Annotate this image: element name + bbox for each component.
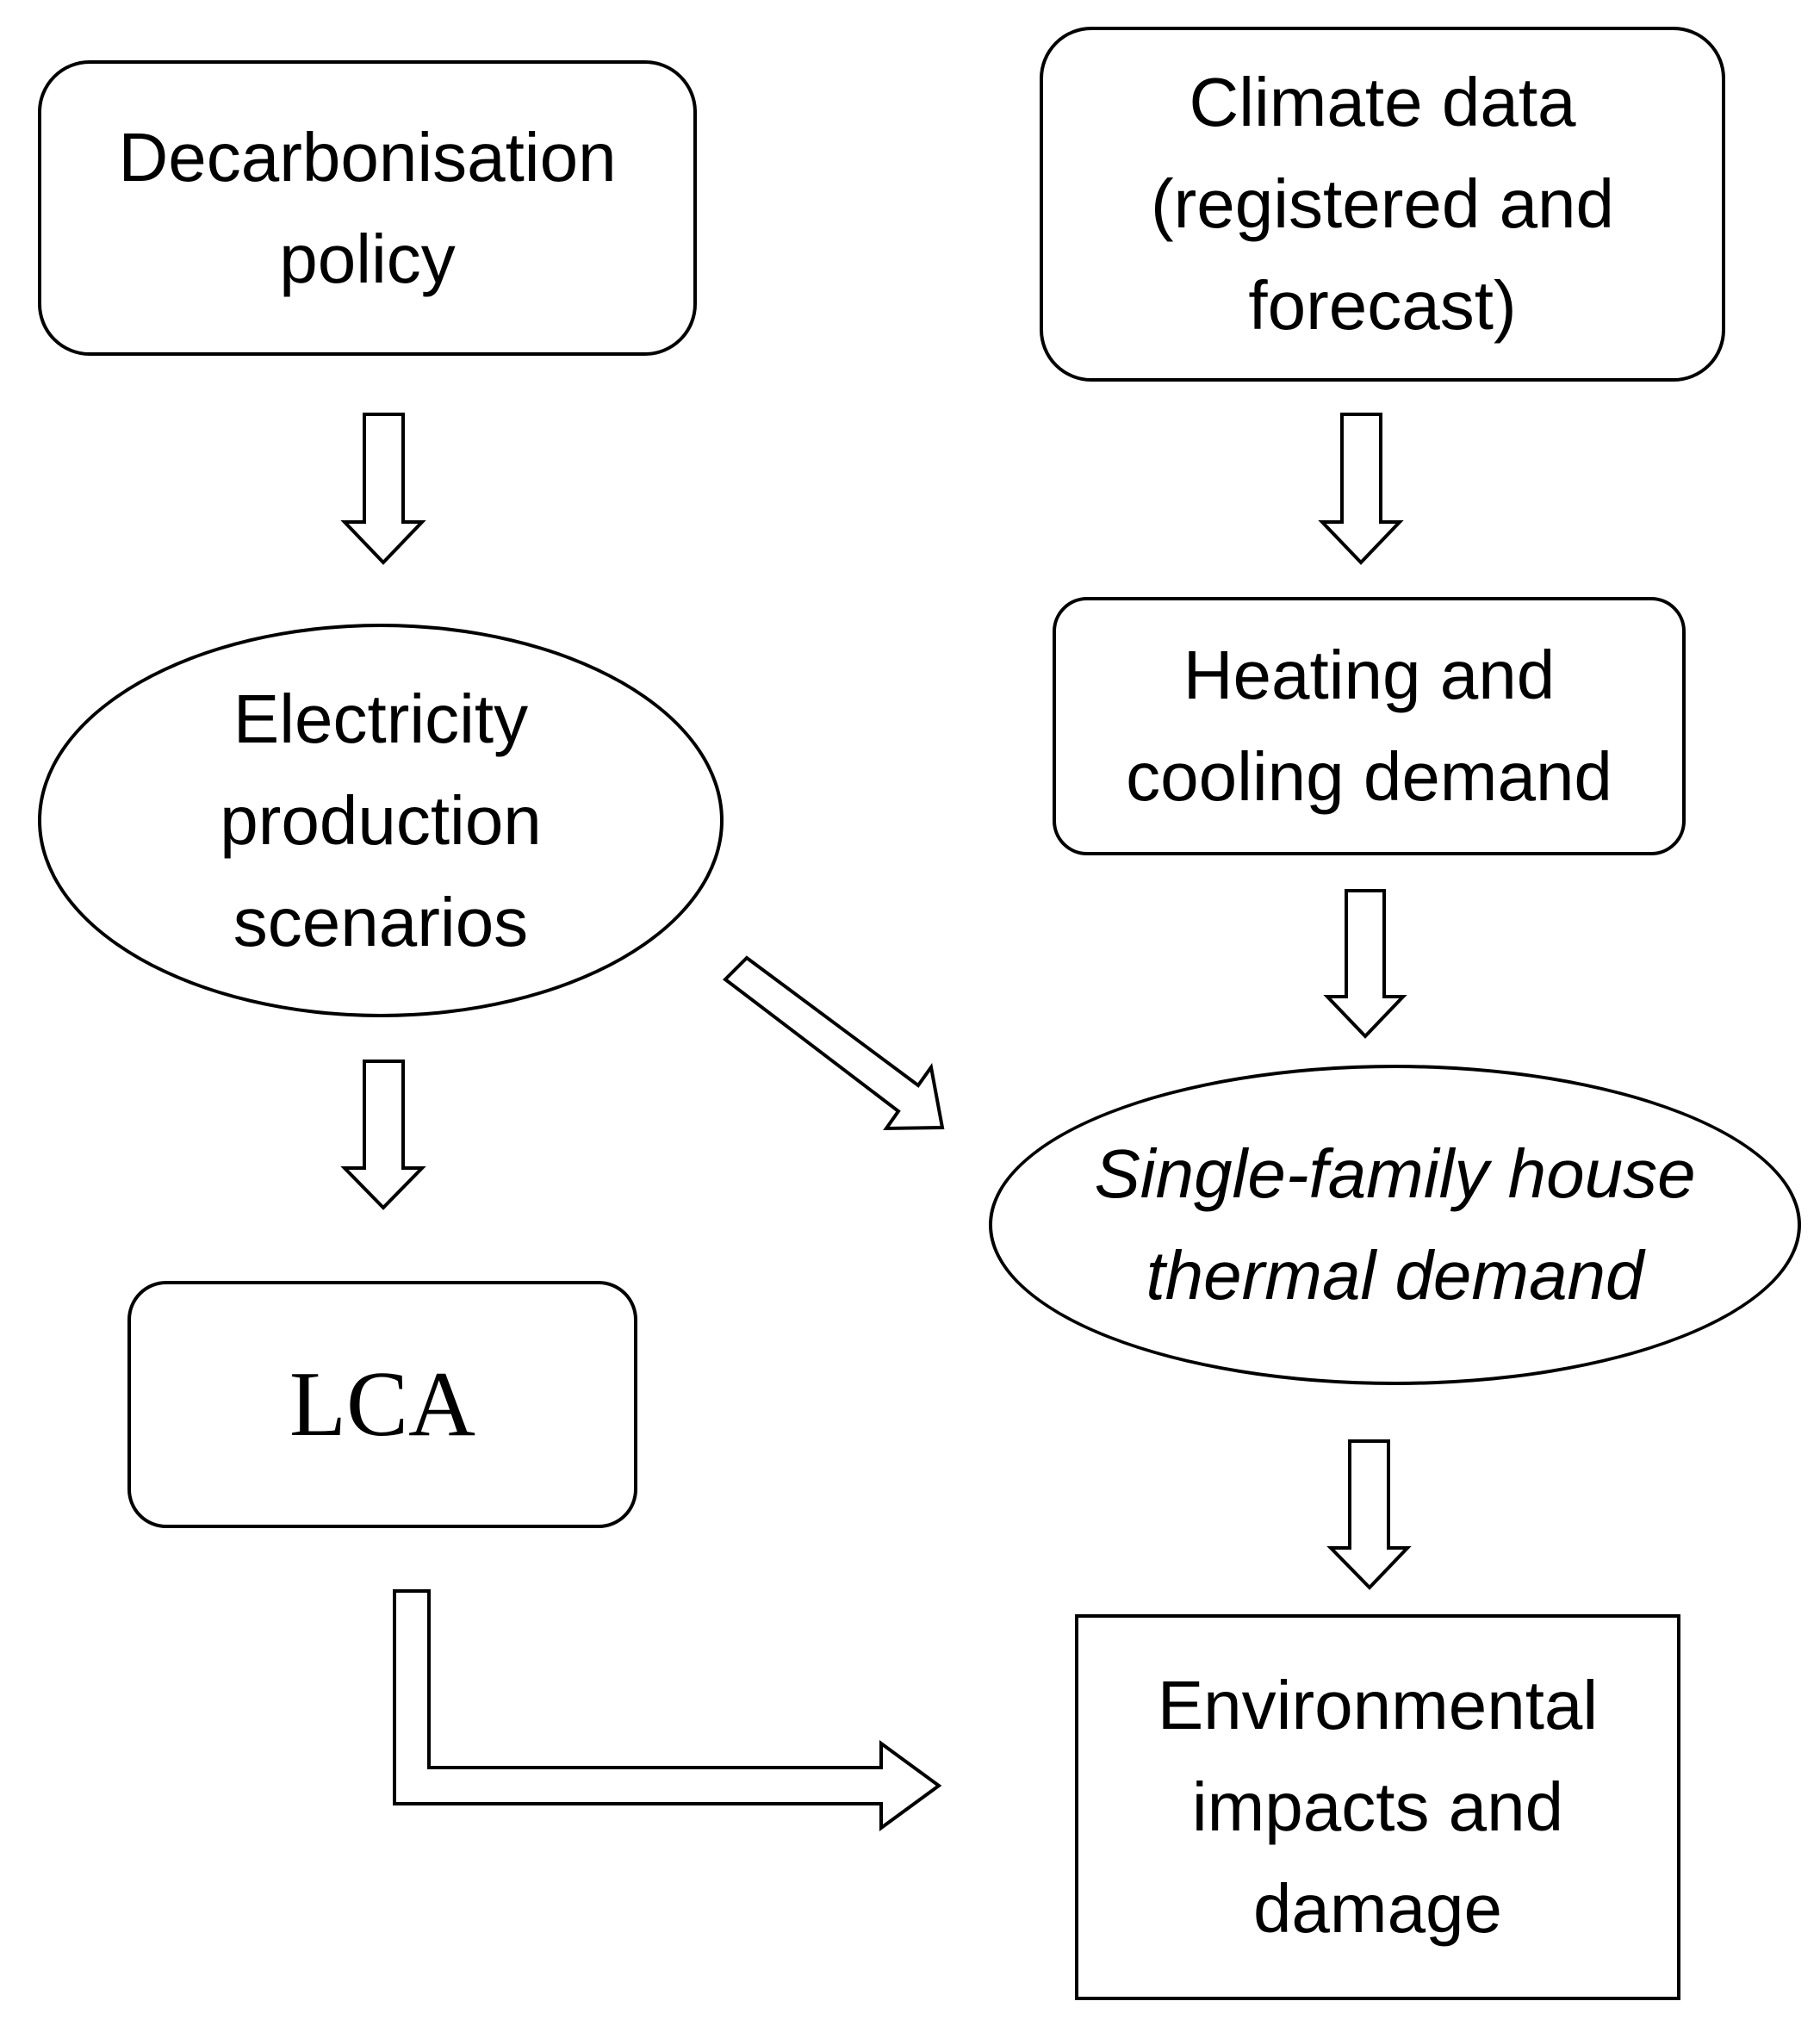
heating-cooling-label: Heating and cooling demand (1126, 637, 1612, 815)
arrow-heating-to-single-family (1323, 889, 1407, 1039)
environmental-impacts-label: Environmental impacts and damage (1157, 1667, 1599, 1947)
arrow-lca-to-environmental (393, 1589, 942, 1831)
arrow-decarbonisation-to-electricity (340, 413, 426, 565)
single-family-house-node: Single-family house thermal demand (989, 1065, 1801, 1385)
arrow-single-family-to-environmental (1326, 1439, 1412, 1590)
arrow-electricity-to-lca (340, 1060, 426, 1210)
single-family-house-label: Single-family house thermal demand (1094, 1135, 1696, 1314)
electricity-production-label: Electricity production scenarios (220, 680, 542, 960)
climate-data-node: Climate data (registered and forecast) (1040, 27, 1725, 382)
lca-node: LCA (127, 1281, 637, 1528)
arrow-electricity-to-single-family (722, 955, 945, 1131)
environmental-impacts-node: Environmental impacts and damage (1075, 1614, 1680, 2000)
arrow-climate-to-heating (1318, 413, 1404, 565)
decarbonisation-policy-node: Decarbonisation policy (38, 60, 697, 356)
climate-data-label: Climate data (registered and forecast) (1150, 64, 1615, 344)
lca-label: LCA (289, 1352, 475, 1456)
decarbonisation-policy-label: Decarbonisation policy (118, 118, 617, 297)
heating-cooling-node: Heating and cooling demand (1053, 597, 1686, 855)
electricity-production-node: Electricity production scenarios (38, 624, 724, 1017)
